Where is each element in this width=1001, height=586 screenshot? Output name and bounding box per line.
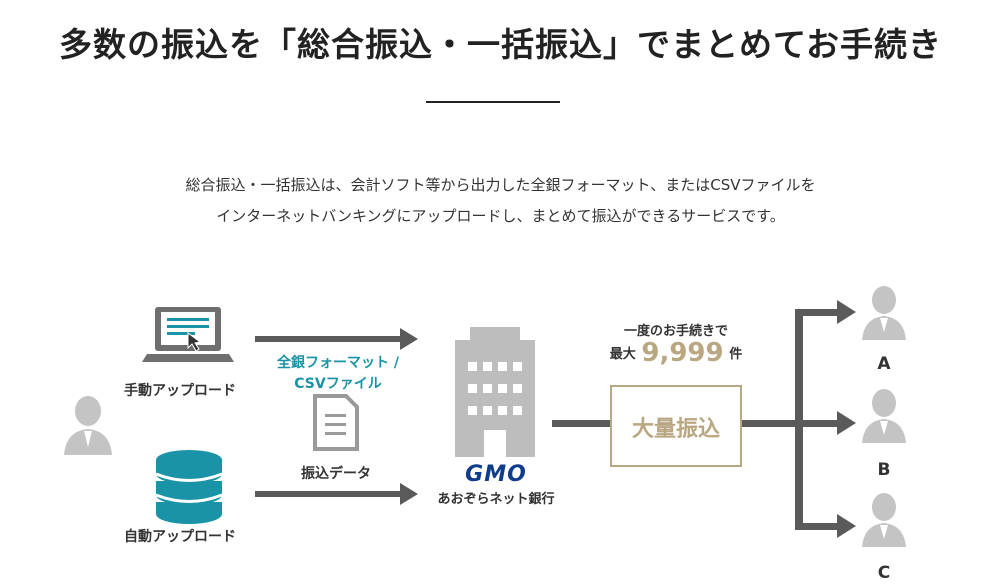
bank-to-bulk-connector [552,420,610,427]
bulk-to-branch-connector [742,420,798,427]
recipient-c-icon [862,493,906,547]
manual-upload-label: 手動アップロード [124,383,236,399]
format-label-line-2: CSVファイル [294,376,382,392]
bank-name-label: あおぞらネット銀行 [437,492,555,507]
max-prefix: 最大 [609,347,636,362]
document-icon [313,394,359,451]
description-line-1: 総合振込・一括振込は、会計ソフト等から出力した全銀フォーマット、またはCSVファ… [185,176,816,194]
once-procedure-label: 一度のお手続きで [623,324,728,339]
bulk-transfer-label: 大量振込 [631,417,720,442]
database-icon [155,450,223,524]
recipient-a-label: A [877,354,891,374]
description-line-2: インターネットバンキングにアップロードし、まとめて振込ができるサービスです。 [216,207,785,225]
recipient-c-label: C [877,563,891,583]
recipient-a-icon [862,286,906,340]
page-title: 多数の振込を「総合振込・一括振込」でまとめてお手続き [58,25,942,64]
recipient-b-icon [862,389,906,443]
upload-arrow-top [255,328,418,350]
max-value: 9,999 [641,338,724,368]
bulk-transfer-box [610,385,742,467]
user-icon [64,396,112,455]
max-count-row: 最大 9,999 件 [606,338,746,368]
auto-upload-label: 自動アップロード [124,529,236,545]
branch-arrows [795,300,856,538]
upload-arrow-bottom [255,483,418,505]
laptop-icon [142,307,234,362]
bank-building-icon [455,327,535,457]
recipient-b-label: B [877,460,891,480]
format-label-line-1: 全銀フォーマット / [277,355,399,371]
max-unit: 件 [729,347,743,362]
gmo-logo: GMO [465,462,527,487]
transfer-data-label: 振込データ [301,466,371,482]
title-divider [426,101,560,103]
